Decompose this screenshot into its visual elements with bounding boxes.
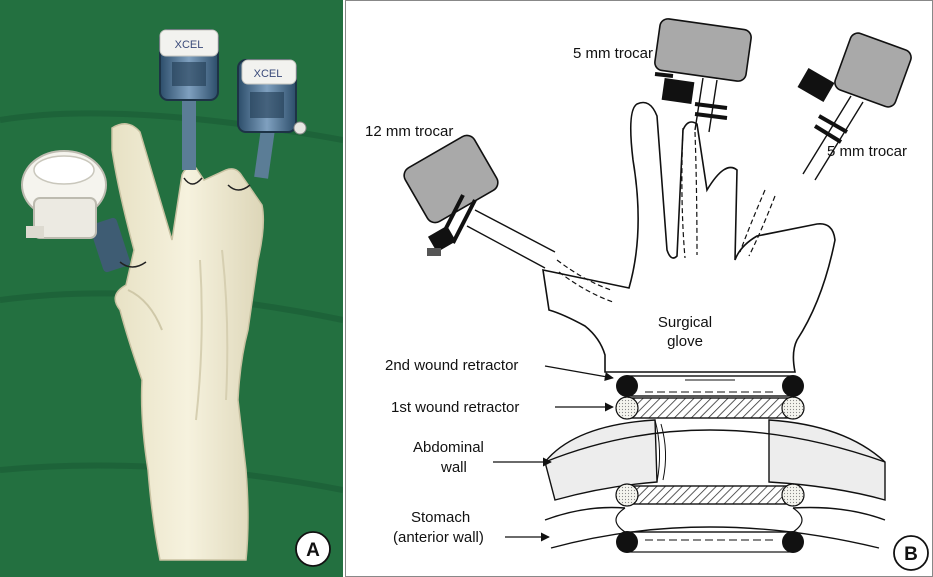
label-stomach-line1: Stomach [411, 509, 470, 526]
trocar-cap-text-2: XCEL [254, 68, 283, 80]
svg-text:B: B [904, 544, 918, 565]
diagram-panel-b: 12 mm trocar 5 mm trocar 5 mm trocar Sur… [345, 0, 933, 577]
trocar-5mm-top [654, 18, 752, 132]
label-1st-wound-retractor: 1st wound retractor [391, 399, 519, 416]
label-abdominal-line1: Abdominal [413, 439, 484, 456]
panel-b-tag: B [894, 536, 928, 570]
panel-a-tag: A [296, 532, 330, 566]
second-wound-retractor [616, 375, 804, 397]
retractor-in-wall [616, 484, 804, 506]
photo-panel-a: XCEL XCEL A [0, 0, 343, 577]
photo-illustration: XCEL XCEL A [0, 0, 343, 577]
label-5mm-trocar-top: 5 mm trocar [573, 45, 653, 62]
label-12mm-trocar: 12 mm trocar [365, 123, 453, 140]
label-surgical-glove-line1: Surgical [658, 314, 712, 331]
label-5mm-trocar-right: 5 mm trocar [827, 143, 907, 160]
label-abdominal-line2: wall [440, 459, 467, 476]
label-2nd-wound-retractor: 2nd wound retractor [385, 357, 518, 374]
trocar-12mm [401, 132, 555, 268]
label-stomach-line2: (anterior wall) [393, 529, 484, 546]
label-surgical-glove-line2: glove [667, 333, 703, 350]
trocar-glove-diagram: 12 mm trocar 5 mm trocar 5 mm trocar Sur… [345, 0, 933, 577]
glove-outline [543, 103, 835, 373]
stomach-wall [545, 508, 885, 554]
trocar-cap-text-1: XCEL [175, 39, 204, 51]
first-wound-retractor [616, 397, 804, 419]
arrow-2nd-retractor [545, 366, 613, 378]
svg-text:A: A [306, 540, 320, 561]
